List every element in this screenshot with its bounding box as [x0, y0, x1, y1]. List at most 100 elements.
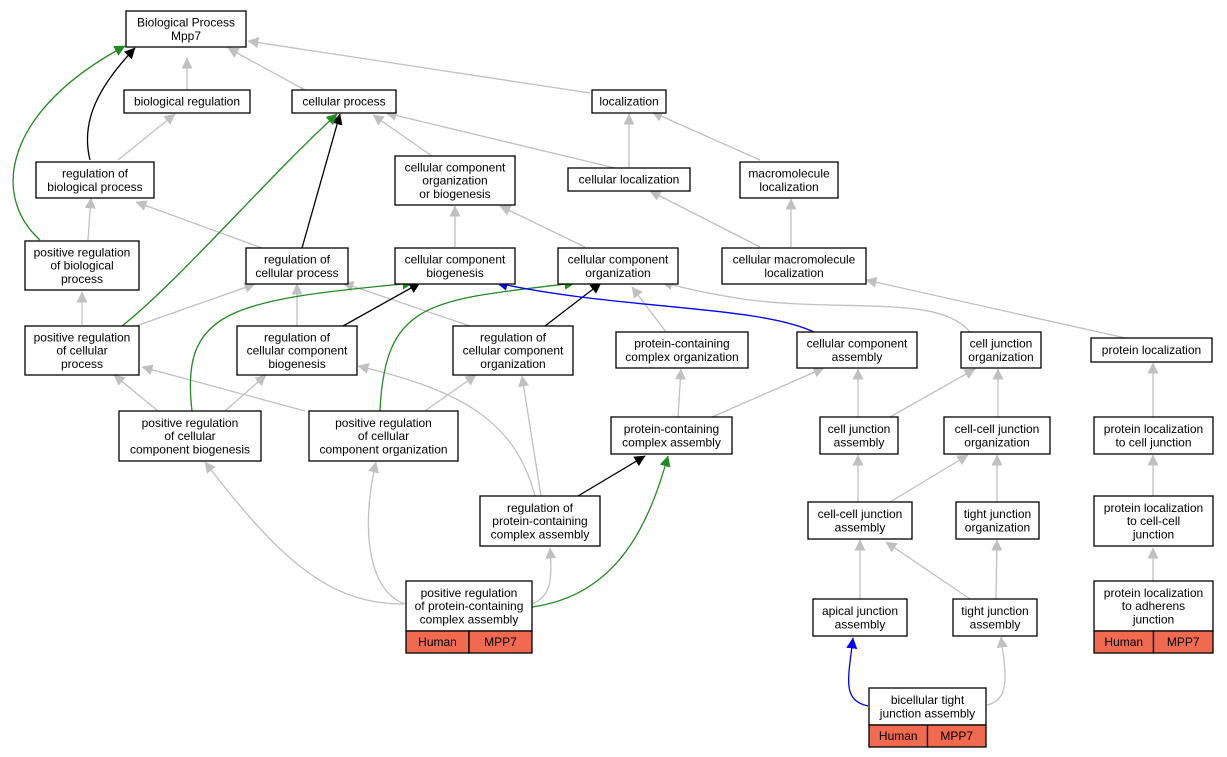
- ccasm-label-line: assembly: [832, 350, 883, 364]
- cja-label-line: cell junction: [828, 422, 891, 436]
- gene-tag-label: MPP7: [1167, 635, 1200, 649]
- node-cellular-localization[interactable]: cellular localization: [567, 167, 691, 192]
- posregcp-label-line: of cellular: [56, 344, 107, 358]
- edge-posregpcca-regpcca: [531, 547, 557, 605]
- regccb-box: [236, 325, 358, 376]
- posregccb-label-line: component biogenesis: [130, 442, 250, 456]
- cjo-label-line: organization: [968, 350, 1033, 364]
- tja-label-line: assembly: [970, 617, 1021, 631]
- species-tag-label: Human: [879, 729, 918, 743]
- regpcca-label-line: complex assembly: [491, 527, 590, 541]
- node-cellular-process[interactable]: cellular process: [291, 89, 397, 114]
- gene-tag-box: [468, 630, 533, 654]
- edge-ccorg-ccob: [499, 205, 586, 248]
- cmacroloc-box: [721, 247, 867, 285]
- posregbp-label-line: of biological: [50, 259, 113, 273]
- ccja-box: [807, 501, 913, 540]
- gene-tag-label: MPP7: [940, 729, 973, 743]
- cmacroloc-label-line: cellular macromolecule: [733, 253, 856, 267]
- ccbio-label-line: cellular component: [405, 253, 506, 267]
- cellproc-label-line: cellular process: [302, 95, 385, 109]
- edge-posregccb-regccb: [224, 374, 267, 412]
- posregcco-label-line: positive regulation: [335, 416, 432, 430]
- cellloc-label-line: cellular localization: [579, 173, 680, 187]
- edge-posregcco-posregcp: [141, 364, 306, 412]
- node-protein-localization[interactable]: protein localization: [1090, 337, 1213, 363]
- bp-label-line: Mpp7: [171, 29, 201, 43]
- edge-btja-tja: [986, 636, 1008, 706]
- ccob-label-line: or biogenesis: [419, 187, 490, 201]
- regcp-box: [245, 247, 349, 285]
- regbp-label-line: regulation of: [62, 167, 129, 181]
- node-biological-regulation[interactable]: biological regulation: [123, 89, 251, 114]
- btja-box: [868, 687, 987, 726]
- tjo-box: [955, 501, 1040, 540]
- edge-posregcp-cellproc: [121, 113, 338, 327]
- pcco-box: [615, 331, 749, 369]
- tja-label-line: tight junction: [961, 604, 1028, 618]
- btja-label-line: bicellular tight: [891, 693, 965, 707]
- edge-posregccb-ccbio: [189, 278, 414, 412]
- regcco-label-line: cellular component: [463, 344, 564, 358]
- protloccj-label-line: protein localization: [1104, 422, 1203, 436]
- edge-regpcca-regccb: [357, 363, 536, 497]
- cjo-box: [960, 331, 1042, 369]
- macroloc-label-line: macromolecule: [748, 167, 830, 181]
- edge-regcco-ccorg: [544, 282, 602, 327]
- aja-label-line: apical junction: [822, 604, 898, 618]
- ccob-label-line: organization: [422, 174, 487, 188]
- posregcco-label-line: of cellular: [358, 429, 409, 443]
- ccbio-label-line: biogenesis: [426, 266, 483, 280]
- edge-regbp-bp: [86, 47, 136, 161]
- edge-cja-cjo: [889, 368, 976, 418]
- edge-regcco-regcp: [342, 281, 471, 327]
- tjo-label-line: tight junction: [964, 507, 1031, 521]
- ccorg-box: [557, 247, 679, 285]
- edge-pcca-pcco: [674, 368, 686, 418]
- ccorg-label-line: organization: [585, 266, 650, 280]
- protlocaj-label-line: to adherens: [1122, 599, 1185, 613]
- ccasm-box: [796, 331, 918, 369]
- edge-regpcca-regcco: [518, 375, 542, 497]
- ccjo-box: [943, 416, 1051, 455]
- node-localization[interactable]: localization: [591, 89, 667, 114]
- ccasm-label-line: cellular component: [807, 337, 908, 351]
- posregcco-label-line: component organization: [319, 442, 447, 456]
- ccbio-box: [394, 247, 516, 285]
- posregcp-label-line: process: [61, 357, 103, 371]
- pcco-label-line: protein-containing: [634, 337, 729, 351]
- regccb-label-line: biogenesis: [268, 357, 325, 371]
- edge-posregbp-regbp: [84, 197, 96, 241]
- edge-regbp-breg: [117, 113, 176, 161]
